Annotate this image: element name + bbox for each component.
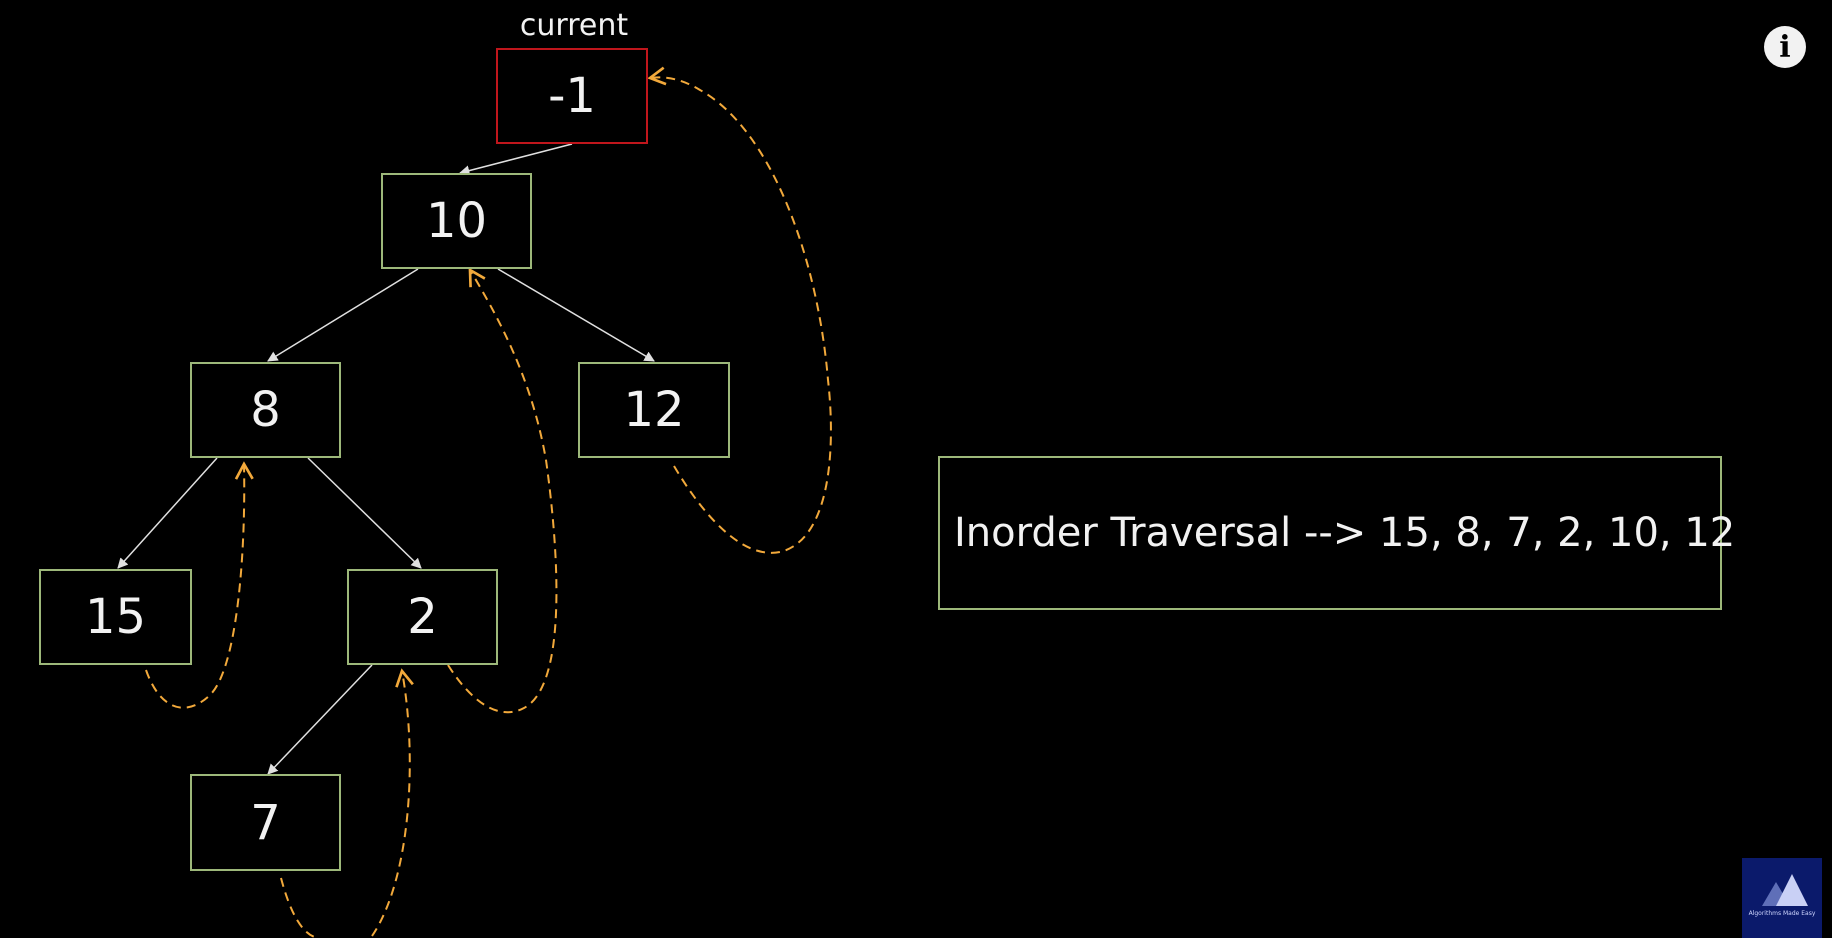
edge-8-15: [117, 457, 218, 569]
thread-12-to-minus1: [647, 66, 832, 554]
traversal-result-text: Inorder Traversal --> 15, 8, 7, 2, 10, 1…: [954, 510, 1736, 556]
node-7: 7: [190, 774, 341, 871]
current-pointer-label: current: [519, 8, 629, 43]
mountain-icon: [1762, 874, 1808, 906]
edge-10-8: [267, 268, 419, 362]
node-minus-1: -1: [496, 48, 648, 144]
logo-text: Algorithms Made Easy: [1748, 910, 1816, 917]
edge-10-12: [497, 268, 655, 362]
node-10: 10: [381, 173, 532, 269]
edge-8-2: [307, 457, 422, 569]
thread-15-to-8: [145, 461, 254, 709]
info-icon[interactable]: i: [1764, 26, 1806, 68]
thread-2-to-10: [447, 267, 558, 714]
node-15: 15: [39, 569, 192, 665]
traversal-result-box: Inorder Traversal --> 15, 8, 7, 2, 10, 1…: [938, 456, 1735, 610]
edge-minus1-10: [458, 143, 573, 176]
thread-7-to-2: [280, 671, 410, 938]
node-8: 8: [190, 362, 341, 458]
node-12: 12: [578, 362, 730, 458]
node-2: 2: [347, 569, 498, 665]
edge-2-7: [267, 664, 373, 775]
channel-logo: Algorithms Made Easy: [1742, 858, 1822, 938]
